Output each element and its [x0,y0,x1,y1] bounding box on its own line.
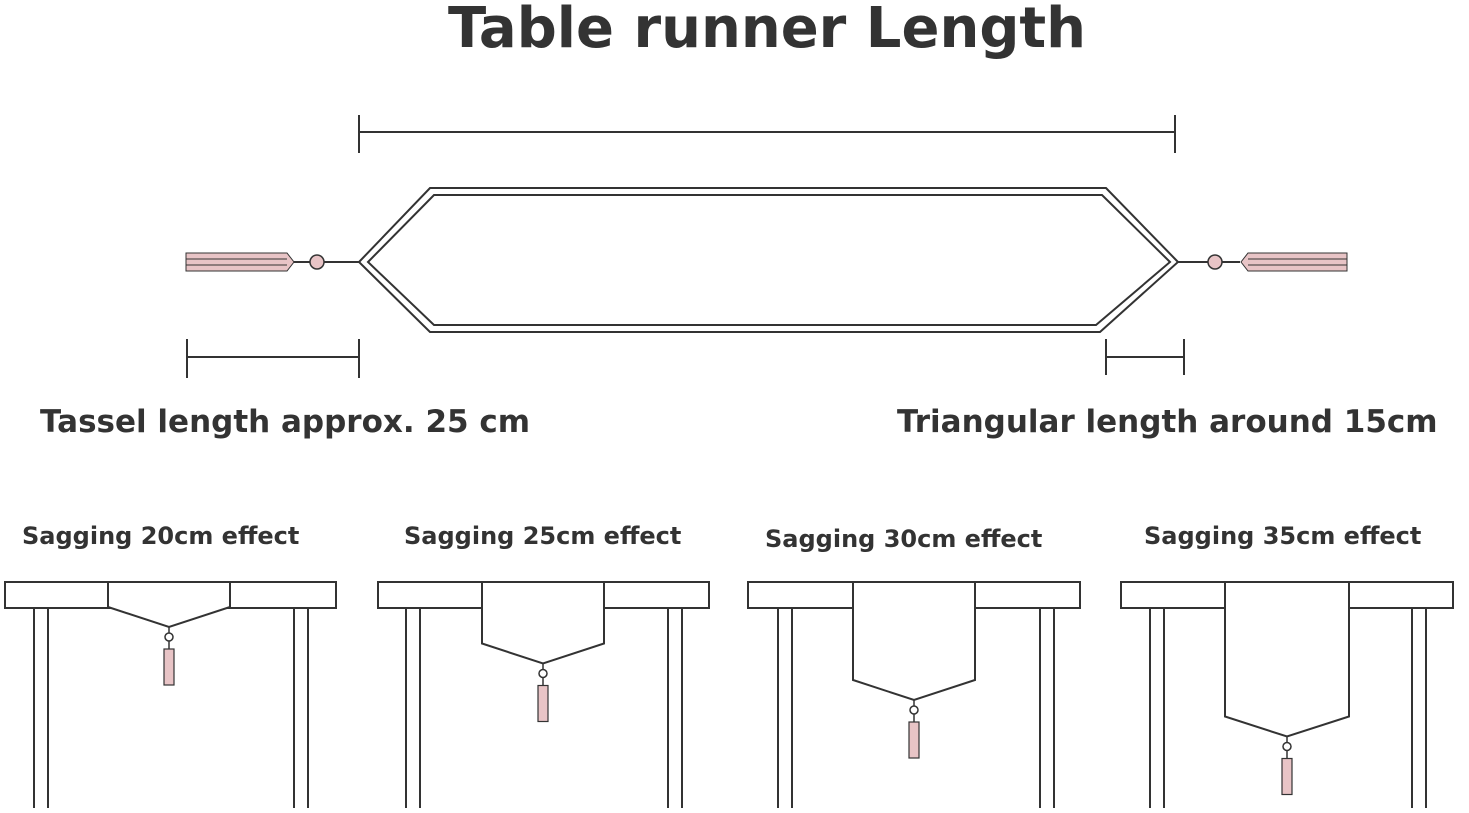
left-tassel [185,252,359,272]
triangle-length-label: Triangular length around 15cm [897,404,1438,440]
effect-label-25: Sagging 25cm effect [404,522,682,550]
right-tassel [1178,252,1348,272]
effect-label-30: Sagging 30cm effect [765,525,1043,553]
tassel-dimension [186,339,360,378]
tassel-body-35 [1281,757,1293,796]
runner-body [357,187,1180,333]
tassel-bead-35 [1282,741,1292,752]
tassel-bead-30 [909,705,919,715]
tassel-body-25 [537,684,549,723]
tassel-length-label: Tassel length approx. 25 cm [40,404,531,440]
runner-drop-20 [107,581,231,629]
sagging-effects [4,581,1454,808]
effect-label-35: Sagging 35cm effect [1144,522,1422,550]
tassel-body-20 [163,648,175,686]
runner-drop-35 [1224,581,1350,738]
effect-label-20: Sagging 20cm effect [22,522,300,550]
triangle-dimension [1105,339,1185,375]
tassel-bead-25 [538,668,548,679]
runner-drop-25 [481,581,605,665]
length-dimension [358,115,1176,153]
page-title: Table runner Length [447,0,1087,61]
tassel-bead-20 [164,632,174,642]
runner-drop-30 [852,581,976,702]
tassel-body-30 [908,721,920,759]
